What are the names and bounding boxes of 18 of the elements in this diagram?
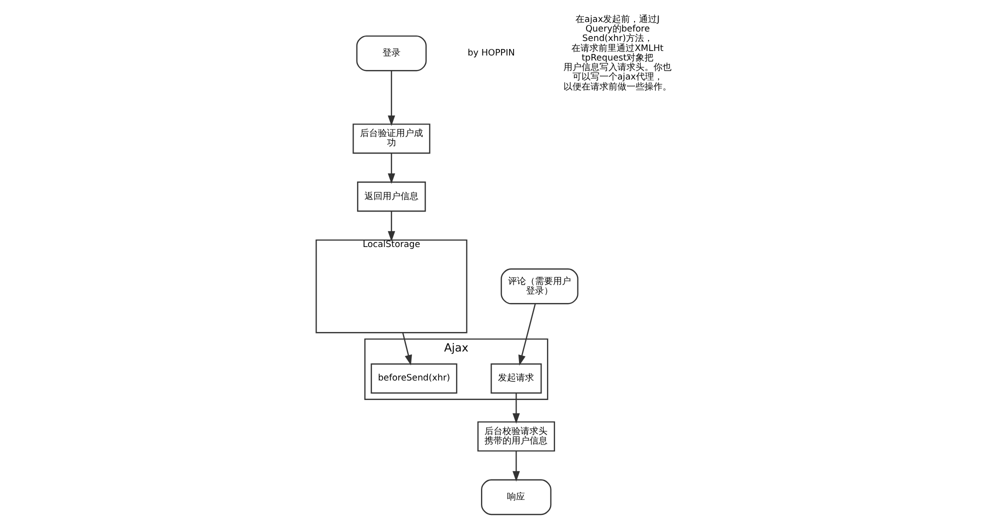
node-box: 响应 <box>480 479 551 516</box>
node-box: 后台校验请求头携带的用户信息 <box>476 421 555 452</box>
arrow <box>512 393 520 424</box>
node-box: 发起请求 <box>490 363 542 394</box>
arrow <box>512 450 520 482</box>
node-box: beforeSend(xhr) <box>370 363 457 394</box>
label: by HOPPIN <box>467 48 514 59</box>
node-box: 评论（需要用户登录） <box>500 268 578 304</box>
node-box: LocalStorage <box>315 239 467 334</box>
node-box: 后台验证用户成功 <box>352 124 430 154</box>
node-box: 登录 <box>356 35 426 72</box>
arrow <box>387 70 395 126</box>
arrow <box>402 332 412 366</box>
label: 在ajax发起前，通过JQuery的beforeSend(xhr)方法，在请求前里通过XMLHttpRequest对象把用户信息写入请求头。你也可以写一个ajax代理，以便在请求前做一些操作。 <box>563 14 672 92</box>
node-box: 返回用户信息 <box>356 182 426 212</box>
arrow <box>387 211 395 242</box>
arrow <box>387 153 395 184</box>
arrow <box>518 304 536 366</box>
